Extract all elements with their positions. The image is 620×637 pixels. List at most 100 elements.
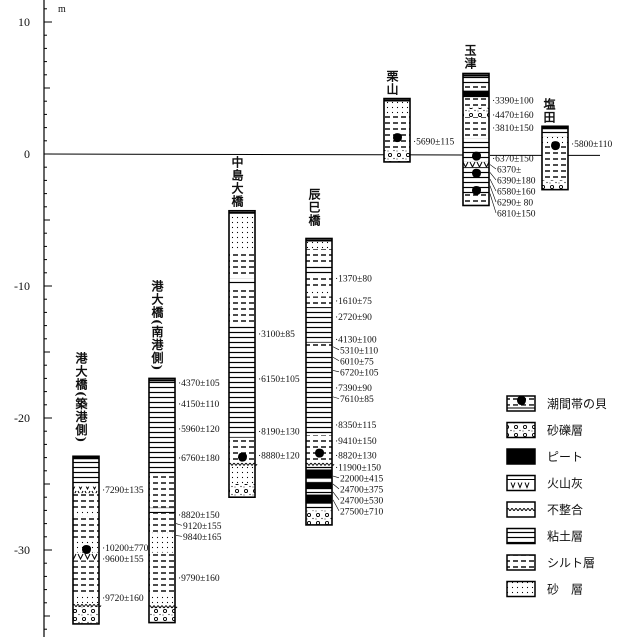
layer-gravel	[149, 606, 175, 623]
legend-box-silt	[506, 554, 536, 571]
legend-swatch	[507, 528, 535, 544]
radiocarbon-date: ·9790±160	[178, 574, 220, 584]
radiocarbon-date: 6370±	[497, 165, 521, 175]
legend-label: 不整合	[547, 502, 583, 517]
column-outline	[228, 209, 256, 498]
layer-peat	[306, 482, 332, 490]
radiocarbon-date: ·3390±100	[492, 96, 534, 106]
unconformity-line	[305, 462, 335, 466]
layer-sand	[306, 238, 332, 250]
column-label: 中島大橋	[230, 156, 244, 208]
layer-clay	[306, 478, 332, 483]
layer-ash	[73, 552, 99, 561]
unconformity-line	[148, 605, 178, 609]
layer-silt	[229, 437, 255, 462]
layer-silt	[463, 193, 489, 206]
unconformity-line	[506, 508, 536, 511]
column-label: 港大橋(築港側)	[74, 352, 88, 444]
layer-silt	[384, 114, 410, 151]
shell-icon	[472, 168, 481, 178]
radiocarbon-date: ·8820±130	[335, 451, 377, 461]
radiocarbon-date: ·5690±115	[413, 137, 455, 147]
date-leader-line	[489, 172, 497, 181]
radiocarbon-date: ·7390±90	[335, 384, 372, 394]
unconformity-line	[228, 462, 258, 466]
layer-ash	[73, 486, 99, 494]
radiocarbon-date: ·3810±150	[492, 124, 534, 134]
layer-silt	[463, 97, 489, 108]
layer-sand	[229, 210, 255, 251]
radiocarbon-date: 9120±155	[183, 522, 222, 532]
layer-clay	[149, 378, 175, 477]
date-leader-line	[489, 185, 497, 203]
shell-icon	[238, 452, 247, 462]
radiocarbon-date: ·6760±180	[178, 454, 220, 464]
radiocarbon-date: ·8880±120	[258, 451, 300, 461]
date-leader-line	[175, 535, 183, 537]
column-outline	[305, 237, 333, 526]
layer-sand	[229, 465, 255, 484]
layer-sand	[73, 510, 99, 517]
radiocarbon-date: 6290± 80	[497, 198, 533, 208]
legend-box-clay	[506, 527, 536, 545]
legend-label: 砂 層	[547, 583, 583, 597]
layer-clay	[229, 278, 255, 286]
layer-silt	[463, 84, 489, 91]
axis-tick-label: -20	[14, 411, 30, 425]
legend-swatch	[507, 449, 535, 464]
layer-gravel	[306, 510, 332, 525]
radiocarbon-date: 6390±180	[497, 176, 536, 186]
radiocarbon-date: ·4470±160	[492, 111, 534, 121]
radiocarbon-date: 6580±160	[497, 187, 536, 197]
column-label: 塩田	[542, 98, 556, 124]
layer-silt	[73, 493, 99, 511]
date-leader-line	[332, 499, 340, 511]
layer-gravel	[463, 107, 489, 118]
date-leader-line	[332, 346, 340, 351]
legend-label: 砂礫層	[547, 423, 583, 438]
layer-sand	[149, 532, 175, 553]
axis-tick-label: -10	[14, 279, 30, 293]
radiocarbon-date: ·9410±150	[335, 437, 377, 447]
layer-clay	[306, 465, 332, 470]
legend-label: 粘土層	[547, 529, 583, 544]
layer-clay	[229, 325, 255, 438]
layer-clay	[542, 126, 568, 137]
radiocarbon-date: ·11900±150	[335, 463, 381, 473]
column-label: 港大橋(南港側)	[150, 280, 164, 372]
layer-silt	[229, 286, 255, 326]
column-outline	[148, 377, 176, 624]
column-outline	[462, 72, 490, 207]
shell-icon	[517, 396, 526, 405]
column-label: 玉津	[463, 44, 477, 70]
layer-gravel	[73, 605, 99, 624]
unconformity-line	[72, 603, 102, 607]
column-label: 辰巳橋	[307, 188, 321, 227]
radiocarbon-date: ·10200±770	[102, 544, 149, 554]
radiocarbon-date: ·1610±75	[335, 297, 372, 307]
shell-icon	[472, 185, 481, 195]
layer-clay	[463, 73, 489, 85]
layer-gravel	[229, 484, 255, 498]
radiocarbon-date: ·5800±110	[571, 140, 613, 150]
radiocarbon-date: ·4150±110	[178, 400, 220, 410]
layer-sand	[384, 98, 410, 115]
layer-silt	[149, 476, 175, 508]
radiocarbon-date: 7610±85	[340, 395, 374, 405]
radiocarbon-date: 27500±710	[340, 507, 383, 517]
date-leader-line	[332, 475, 340, 479]
axis-tick-label: 10	[18, 15, 30, 29]
legend-label: ピート	[547, 450, 583, 464]
layer-peat	[306, 469, 332, 479]
layer-silt	[149, 552, 175, 594]
legend-box-unconformity	[506, 501, 536, 518]
layer-silt	[306, 342, 332, 350]
column-outline	[72, 455, 100, 625]
radiocarbon-date: 9840±165	[183, 533, 222, 543]
shell-icon	[551, 141, 560, 151]
layer-clay	[306, 349, 332, 436]
legend-swatch	[507, 581, 535, 597]
axis-tick-label: 0	[24, 147, 30, 161]
legend-label: シルト層	[547, 556, 595, 570]
radiocarbon-date: 6010±75	[340, 357, 374, 367]
